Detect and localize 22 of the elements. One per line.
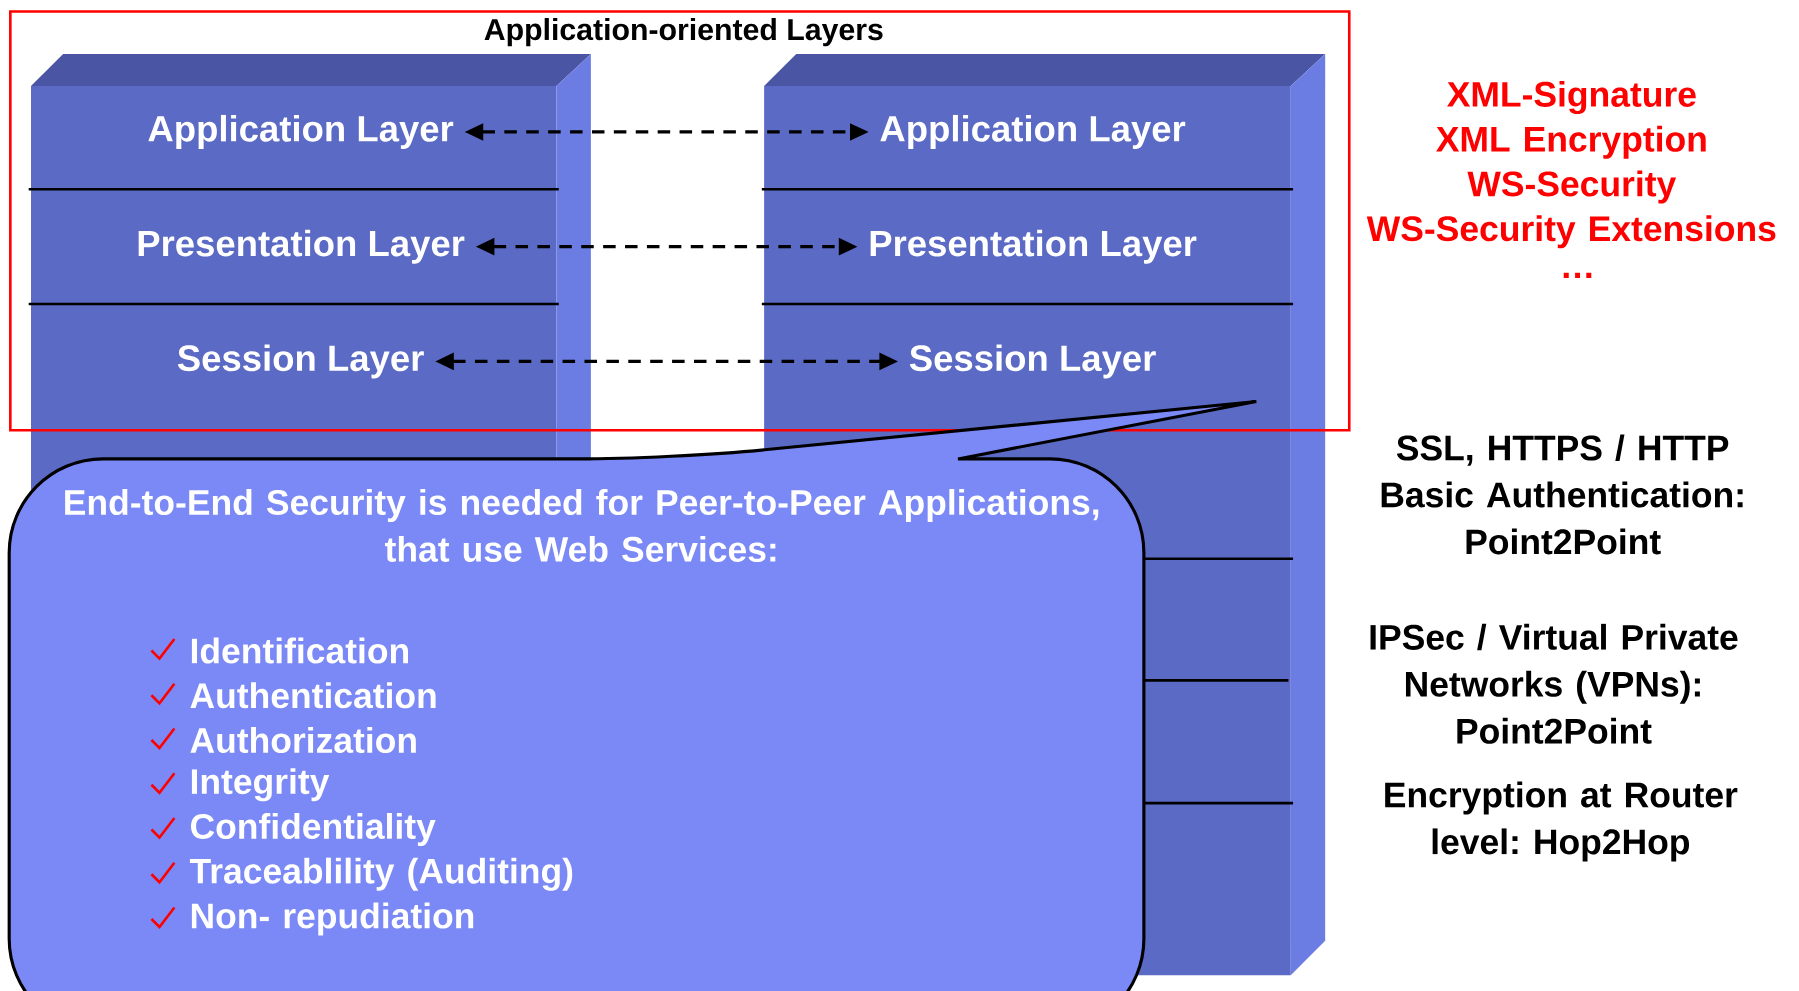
layer-label: Application Layer [880,114,1186,149]
note-text: SSL, HTTPS / HTTP Basic Authentication: Point2Point [1381,434,1743,555]
list-item: Authentication [190,682,436,709]
note-text: Encryption at Router level: Hop2Hop [1385,781,1738,862]
list-item: Integrity [191,768,330,802]
list-item: Confidentiality [191,812,436,846]
note-text: IPSec / Virtual Private Networks (VPNs): Point2Point [1370,623,1738,744]
note-text: … [1563,272,1592,278]
note-text: XML Encryption [1436,125,1706,159]
layer-label: Session Layer [177,344,424,379]
layer-label: Session Layer [909,344,1156,379]
note-text: WS-Security Extensions [1366,215,1776,249]
bubble-heading: End-to-End Security is needed for Peer-to-Peer Applications, that use Web Services: [65,488,1099,562]
layer-label: Application Layer [148,114,454,149]
layer-label: Presentation Layer [138,229,465,264]
note-text: WS-Security [1467,170,1677,204]
list-item: Identification [191,637,408,664]
list-item: Authorization [190,726,416,753]
list-item: Traceablility (Auditing) [189,857,573,891]
list-item: Non- repudiation [191,902,474,936]
layer-label: Presentation Layer [870,229,1197,264]
note-text: XML-Signature [1447,80,1696,114]
